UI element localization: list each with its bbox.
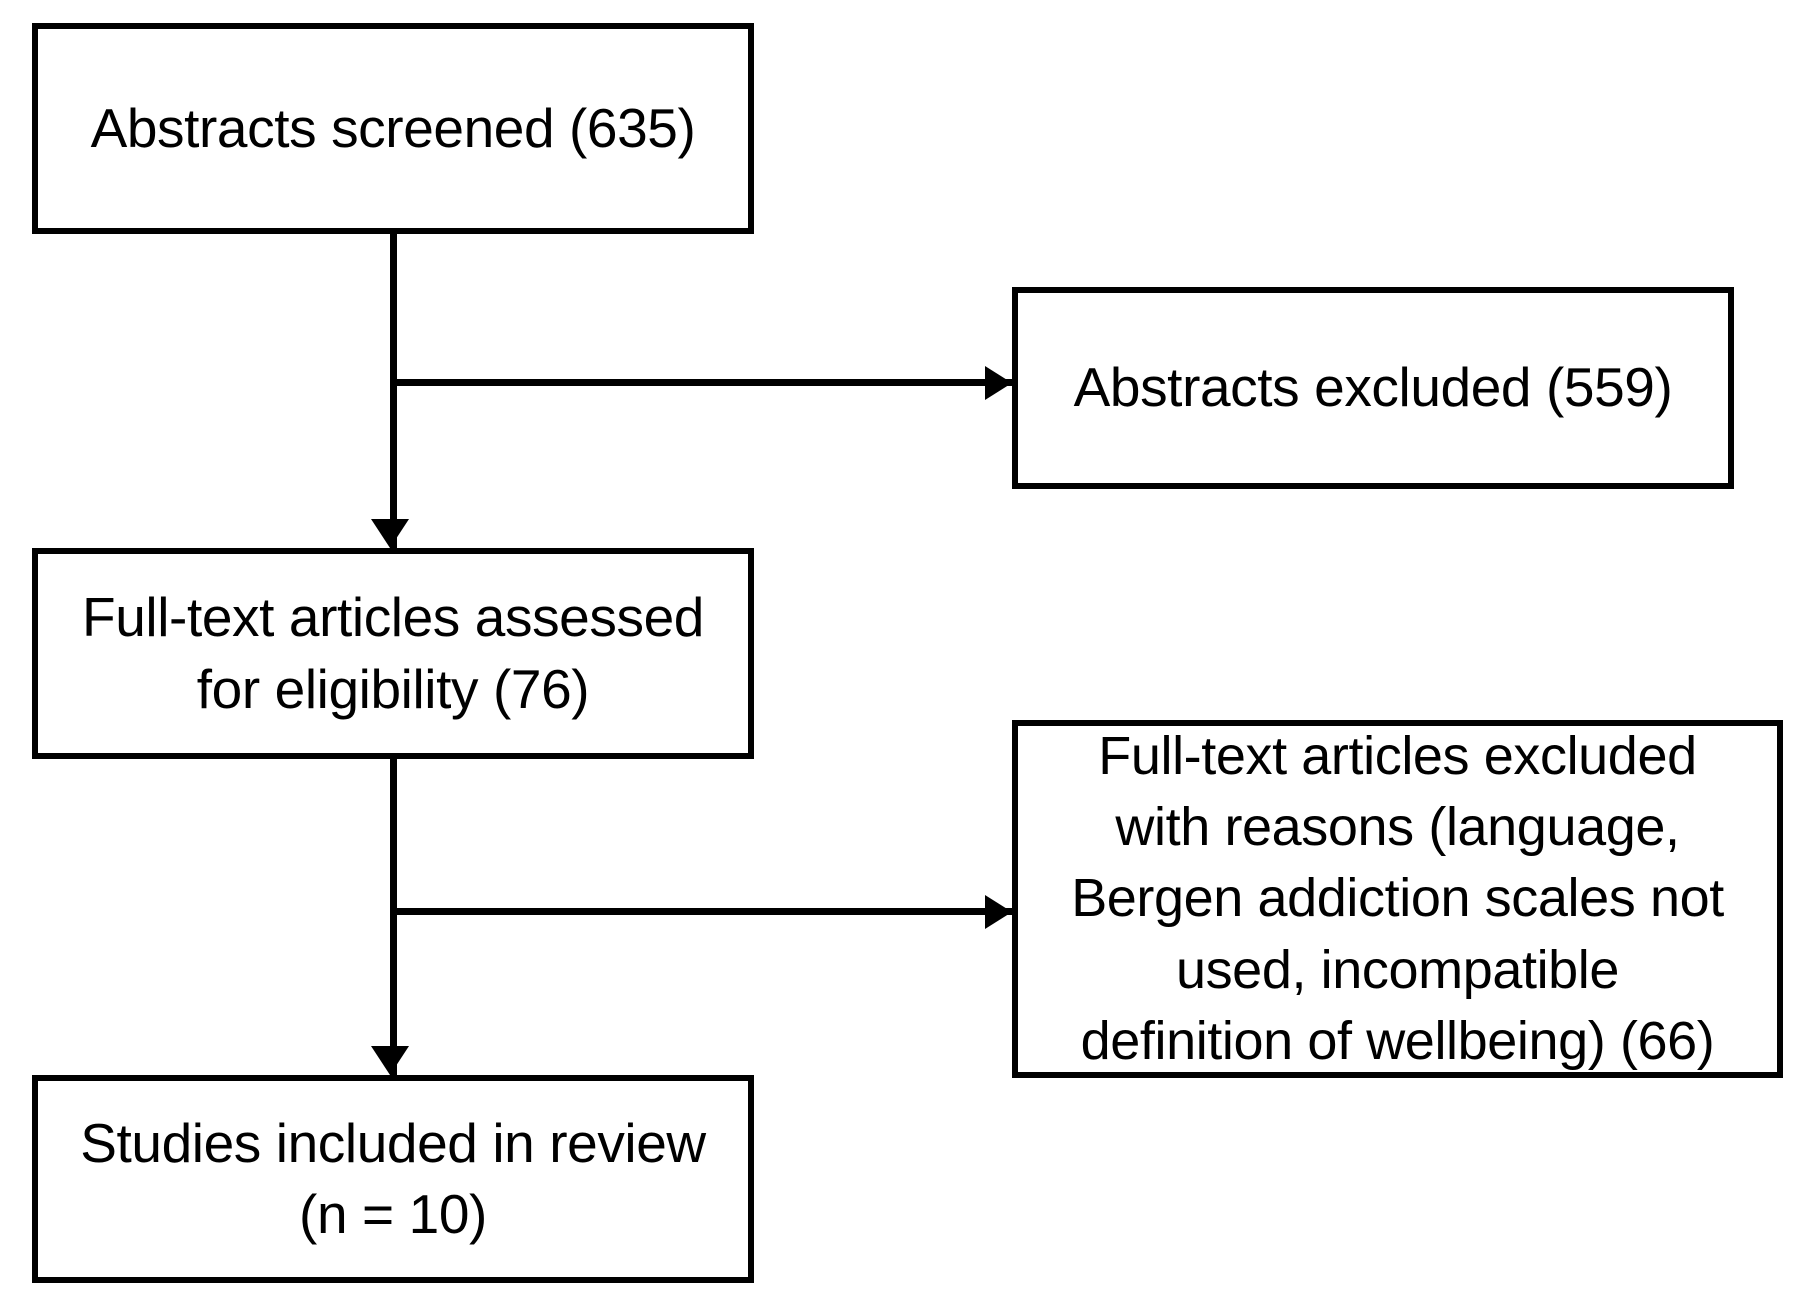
node-fulltext-excluded: Full-text articles excluded with reasons… — [1012, 720, 1783, 1078]
arrowhead-right-icon-screened-to-excluded — [985, 366, 1012, 400]
node-abstracts-screened-label: Abstracts screened (635) — [90, 96, 696, 159]
node-abstracts-screened: Abstracts screened (635) — [32, 23, 754, 234]
connector-screened-to-assessed — [390, 233, 397, 551]
connector-screened-to-excluded — [390, 379, 1018, 386]
arrowhead-down-icon-assessed-to-included — [371, 1046, 409, 1075]
connector-assessed-to-ftexcluded — [390, 908, 1018, 915]
node-fulltext-excluded-label: Full-text articles excluded with reasons… — [1071, 725, 1724, 1071]
arrowhead-right-icon-assessed-to-ftexcluded — [985, 895, 1012, 929]
node-studies-included-label: Studies included in review (n = 10) — [80, 1111, 706, 1246]
node-fulltext-assessed: Full-text articles assessed for eligibil… — [32, 548, 754, 759]
node-studies-included: Studies included in review (n = 10) — [32, 1075, 754, 1283]
node-abstracts-excluded-label: Abstracts excluded (559) — [1073, 356, 1673, 419]
arrowhead-down-icon-screened-to-assessed — [371, 519, 409, 548]
node-abstracts-excluded: Abstracts excluded (559) — [1012, 287, 1734, 489]
node-fulltext-assessed-label: Full-text articles assessed for eligibil… — [82, 586, 704, 720]
connector-assessed-to-included — [390, 758, 397, 1078]
